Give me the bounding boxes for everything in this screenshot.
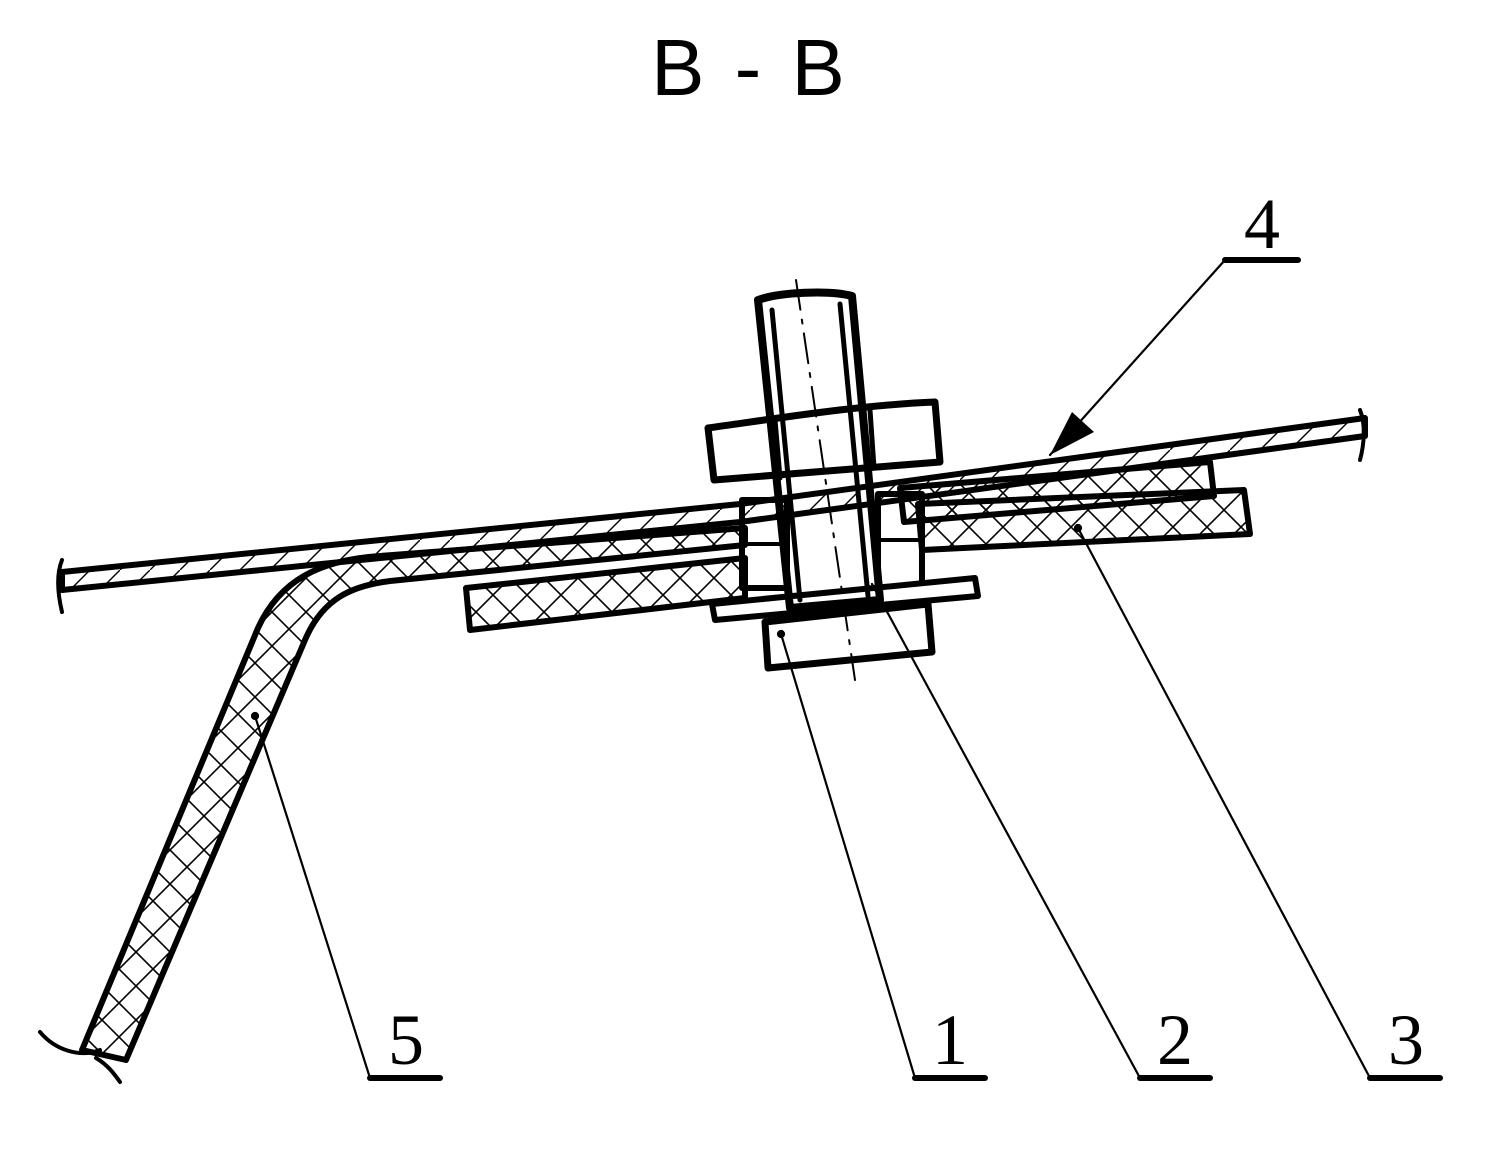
leader-line-5 <box>253 714 372 1080</box>
bolt-shank <box>754 279 884 681</box>
part-2-washer <box>709 575 981 623</box>
leader-lines <box>250 258 1372 1080</box>
leader-line-2 <box>870 582 1142 1080</box>
leader-arrowhead-4 <box>1050 412 1094 455</box>
leader-line-1 <box>779 632 917 1080</box>
part-1-bolt-head <box>761 600 936 672</box>
leader-line-3 <box>1076 526 1372 1080</box>
callout-label-2: 2 <box>1157 1000 1193 1080</box>
callout-label-3: 3 <box>1388 1000 1424 1080</box>
callout-label-5: 5 <box>388 1000 424 1080</box>
callout-underlines <box>367 257 1443 1081</box>
callout-label-4: 4 <box>1244 184 1280 264</box>
section-title: B - B <box>651 23 849 112</box>
callout-label-1: 1 <box>932 1000 968 1080</box>
